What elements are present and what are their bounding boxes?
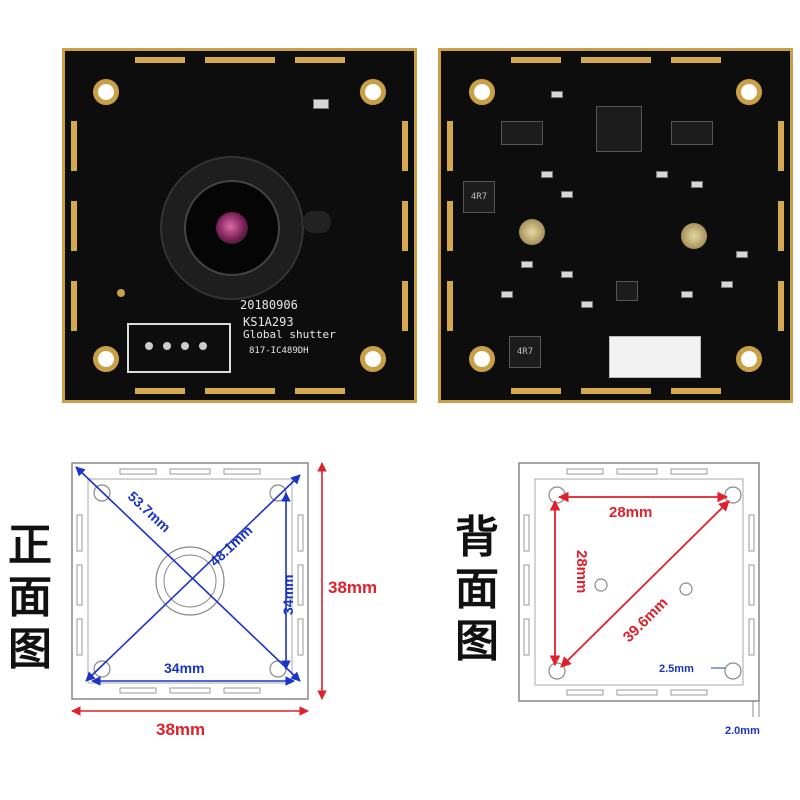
- lens-barrel: [184, 180, 280, 276]
- smd-component: [656, 171, 668, 178]
- smd-component: [561, 191, 573, 198]
- mounting-hole: [360, 346, 386, 372]
- lens-housing: [160, 156, 304, 300]
- gold-slot: [447, 121, 453, 171]
- smd-component: [561, 271, 573, 278]
- gold-slot: [402, 121, 408, 171]
- left-dim-label: 28mm: [573, 550, 590, 593]
- silkscreen-shutter: Global shutter: [243, 328, 336, 341]
- connector-outline: [127, 323, 231, 373]
- mounting-hole: [93, 79, 119, 105]
- gold-slot: [71, 121, 77, 171]
- gold-slot: [205, 388, 275, 394]
- gold-slot: [447, 201, 453, 251]
- white-connector: [609, 336, 701, 378]
- smd-component: [691, 181, 703, 188]
- smd-component: [521, 261, 533, 268]
- diagonal-line-right: [85, 474, 301, 682]
- silkscreen-model: KS1A293: [243, 315, 294, 329]
- inner-width-label: 34mm: [164, 660, 204, 676]
- silkscreen-part: 817-IC489DH: [249, 346, 309, 356]
- edge-slots: [523, 468, 755, 696]
- gold-slot: [71, 201, 77, 251]
- back-dimension-diagram: 28mm 28mm 39.6mm 2.5mm 2.0mm: [518, 462, 760, 737]
- smd-component: [541, 171, 553, 178]
- mounting-hole: [93, 346, 119, 372]
- gold-slot: [778, 201, 784, 251]
- gold-slot: [295, 57, 345, 63]
- outer-width-label: 38mm: [156, 720, 205, 739]
- inductor-marking: 4R7: [516, 347, 534, 357]
- mounting-hole: [469, 79, 495, 105]
- smd-component: [501, 291, 513, 298]
- gold-slot: [671, 388, 721, 394]
- smd-component: [721, 281, 733, 288]
- smd-component: [551, 91, 563, 98]
- gold-slot: [778, 281, 784, 331]
- mounting-hole: [736, 79, 762, 105]
- smd-component: [736, 251, 748, 258]
- inductor-marking: 4R7: [470, 192, 488, 202]
- ic-chip: [671, 121, 713, 145]
- mounting-hole: [736, 346, 762, 372]
- test-pad: [117, 289, 125, 297]
- gold-slot: [581, 57, 651, 63]
- gold-slot: [295, 388, 345, 394]
- main-ic-chip: [596, 106, 642, 152]
- lens-glass: [216, 212, 248, 244]
- gold-slot: [581, 388, 651, 394]
- gold-slot: [135, 57, 185, 63]
- inner-height-label: 34mm: [280, 575, 296, 615]
- back-view-label: 背面图: [455, 512, 499, 667]
- gold-slot: [402, 281, 408, 331]
- smd-component: [313, 99, 329, 109]
- gold-slot: [71, 281, 77, 331]
- lens-screw: [519, 219, 545, 245]
- lens-screw: [681, 223, 707, 249]
- smd-component: [581, 301, 593, 308]
- gold-slot: [511, 57, 561, 63]
- outer-height-label: 38mm: [328, 578, 377, 597]
- mounting-hole: [469, 346, 495, 372]
- ic-chip: [501, 121, 543, 145]
- front-pcb-photo: 20180906 KS1A293 Global shutter 817-IC48…: [62, 48, 417, 403]
- front-dimension-diagram: 53.7mm 48.1mm 34mm 34mm 38mm 38mm: [71, 462, 377, 739]
- gold-slot: [447, 281, 453, 331]
- silkscreen-date: 20180906: [240, 298, 298, 312]
- edge-dim-label: 2.0mm: [725, 725, 760, 737]
- gold-slot: [511, 388, 561, 394]
- top-dim-label: 28mm: [609, 504, 652, 521]
- gold-slot: [205, 57, 275, 63]
- hole-dim-label: 2.5mm: [659, 663, 694, 675]
- gold-slot: [778, 121, 784, 171]
- inductor: 4R7: [509, 336, 541, 368]
- gold-slot: [671, 57, 721, 63]
- hypotenuse-line: [560, 500, 730, 668]
- front-view-label: 正面图: [8, 520, 52, 675]
- inductor: 4R7: [463, 181, 495, 213]
- lens-mount-tab: [303, 211, 331, 233]
- smd-component: [681, 291, 693, 298]
- mounting-hole: [360, 79, 386, 105]
- gold-slot: [402, 201, 408, 251]
- gold-slot: [135, 388, 185, 394]
- ic-chip: [616, 281, 638, 301]
- back-pcb-photo: 4R7 4R7: [438, 48, 793, 403]
